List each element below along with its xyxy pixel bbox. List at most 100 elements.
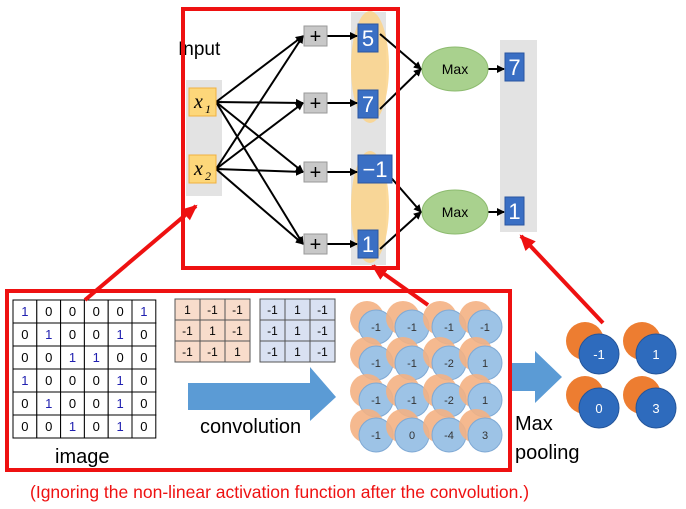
connection-edge [215,102,304,170]
filter-cell-value: -1 [207,303,218,317]
connection-edge [215,35,304,170]
feature-map-value: -4 [444,430,454,442]
feature-map-value: -1 [371,430,381,442]
pointer-arrow-pooled-to-output [519,234,605,325]
sum-node [303,92,328,114]
image-cell-value: 0 [69,304,76,319]
max-node [421,189,489,235]
neuron-output-box [357,89,379,119]
feature-map-value: -2 [444,395,454,407]
image-cell-value: 1 [116,396,123,411]
max-pooling-arrow [512,351,562,403]
image-cell-value: 1 [140,304,147,319]
feature-map-value: -1 [407,322,417,334]
input-variable: x [193,91,203,113]
max-node-label: Max [442,204,468,220]
image-cell-value: 0 [21,419,28,434]
pooled-value: 3 [652,401,659,416]
input-variable: x [193,158,203,180]
pooling-label-max: Max [515,413,553,435]
feature-map-value: -1 [371,395,381,407]
max-node [421,46,489,92]
filter-cell-value: -1 [182,345,193,359]
connection-edge [215,168,304,245]
convolution-arrow [188,367,336,421]
image-cell-value: 0 [93,327,100,342]
filter-cell-value: -1 [182,324,193,338]
filter-cell-value: -1 [317,303,328,317]
image-cell-value: 1 [116,373,123,388]
image-cell-value: 0 [69,373,76,388]
input-subscript: 2 [205,169,211,183]
feature-map-value: -1 [407,358,417,370]
image-cell-value: 0 [140,419,147,434]
highlight-box-convolution [5,289,512,472]
pointer-arrow-image-to-input [83,204,198,302]
max-output-box [504,52,525,82]
neuron-output-value: 7 [362,92,374,117]
feature-map-value: 0 [409,430,415,442]
image-cell-value: 0 [69,327,76,342]
sum-symbol: + [310,93,322,115]
image-cell-value: 1 [21,304,28,319]
connection-edge [379,211,422,250]
caption: (Ignoring the non-linear activation func… [30,482,529,502]
image-cell-value: 0 [45,419,52,434]
feature-map-value: -2 [444,358,454,370]
image-cell-value: 0 [140,350,147,365]
pooled-circle [578,333,620,375]
image-cell-value: 0 [69,396,76,411]
image-cell-value: 1 [69,350,76,365]
image-cell-value: 1 [69,419,76,434]
neuron-output-value: 5 [362,26,374,51]
filter-cell-value: 1 [294,324,301,338]
feature-map-value: 3 [482,430,488,442]
feature-map-value: -1 [480,322,490,334]
image-cell-value: 0 [93,419,100,434]
image-cell-value: 0 [21,350,28,365]
image-cell-value: 0 [45,373,52,388]
image-cell-value: 0 [93,373,100,388]
neuron-output-box [357,229,379,259]
image-cell-value: 0 [140,373,147,388]
connection-edge [379,68,422,110]
neuron-output-box [357,154,393,184]
sum-node [303,25,328,47]
max-output-value: 1 [508,199,520,224]
max-output-box [504,196,525,226]
sum-node [303,233,328,255]
filter-cell-value: -1 [207,345,218,359]
image-cell-value: 1 [21,373,28,388]
max-node-label: Max [442,61,468,77]
max-output-value: 7 [508,55,520,80]
feature-map-value: -1 [407,395,417,407]
filter-cell-value: -1 [267,345,278,359]
image-cell-value: 1 [45,396,52,411]
image-cell-value: 0 [21,396,28,411]
image-cell-value: 0 [45,350,52,365]
image-cell-value: 0 [21,327,28,342]
neuron-output-value: 1 [362,232,374,257]
filter-cell [309,340,336,363]
image-cell-value: 0 [93,396,100,411]
highlight-box-network [181,7,400,270]
image-cell-value: 0 [45,304,52,319]
filter-cell-value: -1 [267,324,278,338]
filter-cell-value: 1 [209,324,216,338]
sum-symbol: + [310,26,322,48]
pooled-circle [635,333,677,375]
feature-map-value: -1 [371,358,381,370]
pooling-label-pooling: pooling [515,442,580,464]
filter-cell-value: -1 [317,345,328,359]
feature-map-value: -1 [371,322,381,334]
feature-map-value: -1 [444,322,454,334]
filter-cell-value: -1 [232,303,243,317]
filter-cell-value: -1 [232,324,243,338]
filter-cell-value: 1 [294,303,301,317]
